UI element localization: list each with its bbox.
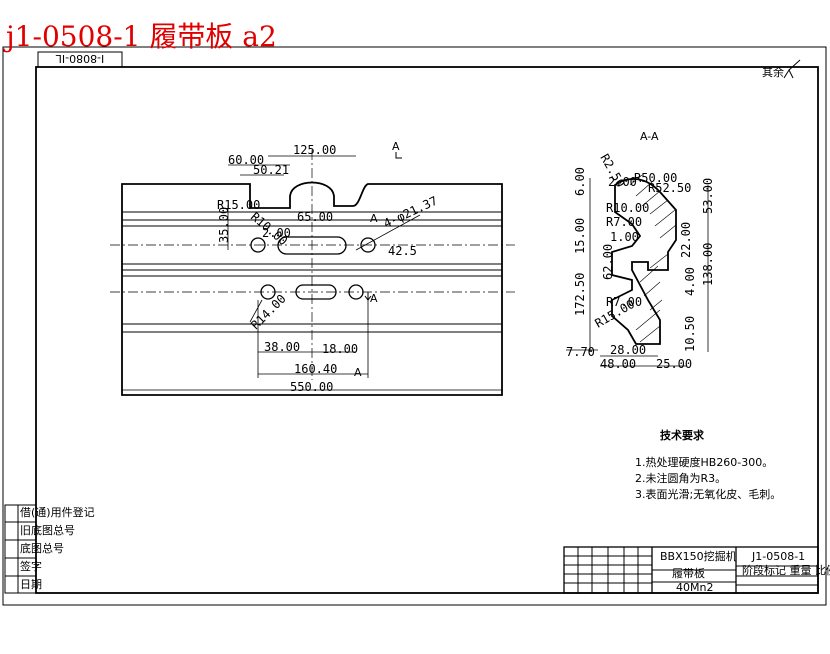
dim-text: 2.00 bbox=[608, 175, 637, 189]
mud-slot bbox=[295, 284, 337, 300]
dim-text: 28.00 bbox=[610, 343, 646, 357]
dim-text: 25.00 bbox=[656, 357, 692, 371]
inner-frame bbox=[35, 66, 819, 594]
dim-text: R52.50 bbox=[648, 181, 691, 195]
dim-text: 38.00 bbox=[264, 340, 300, 354]
dim-text: 48.00 bbox=[600, 357, 636, 371]
section-mark: A bbox=[370, 212, 378, 225]
revision-grid bbox=[564, 547, 652, 593]
section-arrow-icon bbox=[364, 292, 372, 301]
tech-requirements: 技术要求 1.热处理硬度HB260-300。 2.未注圆角为R3。 3.表面光滑… bbox=[635, 428, 781, 501]
dim-text: 138.00 bbox=[701, 243, 715, 286]
title-part: 履带板 bbox=[672, 566, 705, 580]
tech-item: 1.热处理硬度HB260-300。 bbox=[635, 455, 773, 469]
strip-label: 签字 bbox=[20, 559, 42, 573]
dim-text: 42.5 bbox=[388, 244, 417, 258]
bolt-hole bbox=[348, 284, 364, 300]
strip-label: 日期 bbox=[20, 578, 42, 591]
plate-outline bbox=[121, 181, 503, 396]
section-title: A-A bbox=[640, 130, 659, 143]
title-scale-row: 阶段标记 重量 比例 bbox=[742, 563, 830, 577]
title-drawing-no: J1-0508-1 bbox=[751, 550, 805, 563]
tech-item: 3.表面光滑;无氧化皮、毛刺。 bbox=[635, 487, 781, 501]
drawing-code-box: I-8080-IL bbox=[37, 51, 123, 68]
dim-text: 6.00 bbox=[573, 167, 587, 196]
section-profile bbox=[611, 178, 677, 345]
dim-text: 15.00 bbox=[573, 218, 587, 254]
dim-text: 10.50 bbox=[683, 316, 697, 352]
dim-text: 65.00 bbox=[297, 210, 333, 224]
dim-text: 7.70 bbox=[566, 345, 595, 359]
dim-text: R7.00 bbox=[606, 215, 642, 229]
section-dimension-lines bbox=[566, 178, 709, 367]
dim-text: 62.00 bbox=[601, 244, 615, 280]
outer-border bbox=[2, 46, 827, 606]
title-material: 40Mn2 bbox=[676, 581, 713, 594]
strip-label: 借(通)用件登记 bbox=[20, 505, 95, 519]
dim-text: 160.40 bbox=[294, 362, 337, 376]
dim-text: R7.00 bbox=[606, 295, 642, 309]
bolt-hole bbox=[360, 237, 376, 253]
dim-text: 1.00 bbox=[610, 230, 639, 244]
roughness-symbol-icon bbox=[783, 59, 801, 79]
roughness-note: 其余 bbox=[762, 59, 801, 79]
section-arrow-icon bbox=[395, 152, 402, 159]
dim-text: R14.00 bbox=[248, 292, 289, 333]
section-mark: A bbox=[370, 292, 378, 305]
tech-item: 2.未注圆角为R3。 bbox=[635, 471, 726, 485]
section-mark: A bbox=[354, 366, 362, 379]
bolt-hole bbox=[250, 237, 266, 253]
dim-text: R50.00 bbox=[634, 171, 677, 185]
roughness-text: 其余 bbox=[762, 65, 784, 79]
dim-text: 4.00 bbox=[683, 267, 697, 296]
main-view: 125.00 60.00 50.21 R15.00 35.00 R10.00 6… bbox=[110, 140, 515, 396]
title-block: BBX150挖掘机 履带板 40Mn2 J1-0508-1 阶段标记 重量 比例 bbox=[563, 546, 830, 594]
section-view: A-A R2.50 2.00 R50.00 R52 bbox=[566, 130, 715, 371]
dim-text: 35.00 bbox=[217, 207, 231, 243]
dim-text: 125.00 bbox=[293, 143, 336, 157]
strip-label: 底图总号 bbox=[20, 541, 64, 555]
dim-text: 18.00 bbox=[322, 342, 358, 356]
dim-text: 60.00 bbox=[228, 153, 264, 167]
tech-heading: 技术要求 bbox=[660, 428, 705, 442]
drawing-title: j1-0508-1 履带板 a2 bbox=[3, 20, 277, 53]
section-hatch bbox=[629, 174, 677, 343]
strip-label: 旧底图总号 bbox=[20, 523, 75, 537]
dim-text: 172.50 bbox=[573, 273, 587, 316]
bolt-hole bbox=[260, 284, 276, 300]
dim-text: 53.00 bbox=[701, 178, 715, 214]
dim-text: 50.21 bbox=[253, 163, 289, 177]
main-dimension-lines bbox=[122, 155, 502, 391]
mud-slot bbox=[277, 236, 347, 255]
title-model: BBX150挖掘机 bbox=[660, 549, 737, 563]
dim-text: R10.00 bbox=[606, 201, 649, 215]
section-mark: A bbox=[392, 140, 400, 153]
dim-text: 2.00 bbox=[262, 226, 291, 240]
dim-text: 22.00 bbox=[679, 222, 693, 258]
dim-text: R15.00 bbox=[217, 198, 260, 212]
drawing-code-text: I-8080-IL bbox=[55, 52, 104, 65]
dim-text: 550.00 bbox=[290, 380, 333, 394]
left-strip: 借(通)用件登记 旧底图总号 底图总号 签字 日期 bbox=[4, 504, 95, 594]
